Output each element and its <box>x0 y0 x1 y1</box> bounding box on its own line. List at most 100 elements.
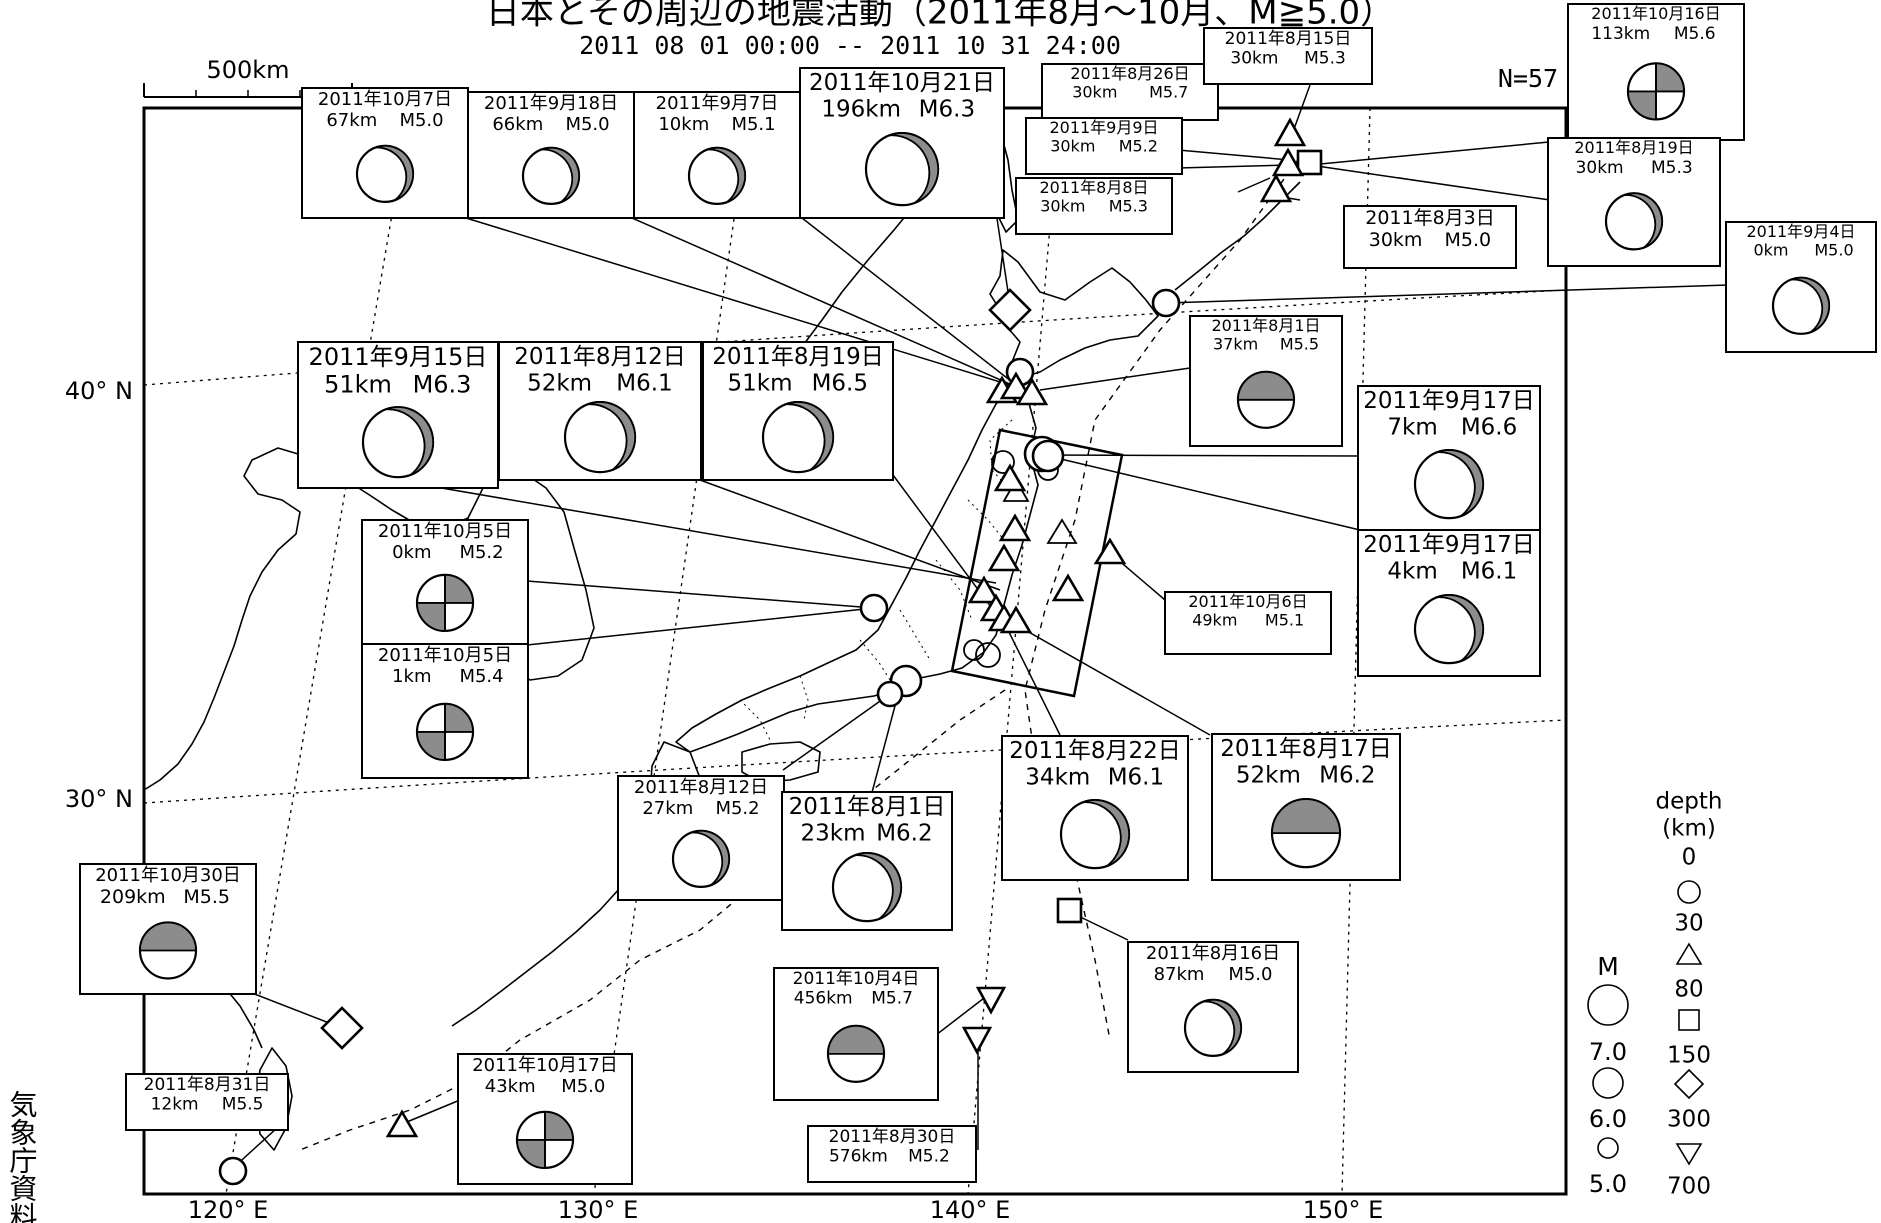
event-date: 2011年10月30日 <box>95 865 241 886</box>
event-magnitude: M5.0 <box>1814 241 1853 260</box>
legend-depth-diamond <box>1673 1068 1705 1100</box>
event-depth: 30km <box>1072 83 1117 102</box>
event-depth: 30km <box>1040 197 1085 216</box>
event-depth: 27km <box>642 798 693 819</box>
epicenter-triangle <box>967 575 1001 604</box>
event-box-frame <box>1015 177 1173 235</box>
event-depth: 30km <box>1369 229 1423 251</box>
beach-ball-compression <box>706 146 746 204</box>
event-box-frame <box>1343 205 1517 269</box>
credit-label: 気象庁資料 <box>6 1090 39 1223</box>
beach-ball-compression <box>827 1024 885 1055</box>
legend-m7-circle <box>1587 984 1629 1026</box>
beach-ball-compression <box>1271 798 1341 835</box>
lat-label-30n: 30° N <box>65 785 133 813</box>
lon-label-120e: 120° E <box>188 1196 269 1223</box>
event-magnitude: M5.2 <box>459 542 503 563</box>
legend-depth-150: 150 <box>1667 1043 1711 1069</box>
event-magnitude: M5.3 <box>1651 158 1693 178</box>
epicenter-diamond <box>320 1006 364 1050</box>
epicenter-diamond <box>988 288 1032 332</box>
event-date: 2011年8月31日 <box>144 1075 271 1095</box>
legend-depth-circle <box>1677 880 1701 904</box>
event-date: 2011年8月12日 <box>634 777 768 798</box>
legend-m5-label: 5.0 <box>1589 1170 1627 1198</box>
event-magnitude: M6.1 <box>1461 558 1517 584</box>
event-date: 2011年8月30日 <box>829 1127 956 1147</box>
event-magnitude: M6.1 <box>1108 764 1164 790</box>
event-depth: 52km <box>1236 762 1301 788</box>
beach-ball-compression <box>889 132 940 204</box>
event-magnitude: M5.2 <box>1119 137 1158 156</box>
event-date: 2011年10月6日 <box>1188 592 1307 611</box>
beach-ball-compression <box>1436 594 1484 662</box>
event-depth: 51km <box>728 370 793 396</box>
legend-m6-circle <box>1592 1067 1624 1099</box>
event-magnitude: M5.0 <box>399 110 443 131</box>
beach-ball-compression <box>385 406 435 476</box>
legend-depth-title: depth <box>1656 789 1723 815</box>
event-date: 2011年8月19日 <box>712 344 883 370</box>
beach-ball-compression <box>1790 276 1830 333</box>
event-magnitude: M5.3 <box>1304 49 1346 69</box>
epicenter-square <box>1056 897 1083 924</box>
latitude-labels: 40° N 30° N <box>65 377 133 813</box>
event-depth: 0km <box>392 542 431 563</box>
epicenter-circle <box>1031 439 1065 473</box>
scale-bar: 500km <box>143 56 353 98</box>
beach-ball-compression <box>1082 799 1130 867</box>
event-magnitude: M5.2 <box>715 798 759 819</box>
event-magnitude: M6.3 <box>919 96 975 122</box>
event-count: N=57 <box>1498 64 1558 93</box>
epicenter-triangle-inverted <box>961 1026 993 1055</box>
lat-label-40n: 40° N <box>65 377 133 405</box>
event-date: 2011年9月18日 <box>484 93 618 114</box>
event-date: 2011年8月17日 <box>1220 736 1391 762</box>
event-date: 2011年8月1日 <box>789 794 946 820</box>
event-date: 2011年10月17日 <box>472 1055 618 1076</box>
event-depth: 49km <box>1192 611 1237 630</box>
event-date: 2011年10月7日 <box>318 89 452 110</box>
event-magnitude: M6.2 <box>1319 762 1375 788</box>
event-magnitude: M6.6 <box>1461 414 1517 440</box>
legend-depth-80: 80 <box>1674 977 1703 1003</box>
legend-depth-triangle <box>1675 942 1703 965</box>
beach-ball-compression <box>1237 370 1295 401</box>
lon-label-130e: 130° E <box>558 1196 639 1223</box>
beach-ball-compression <box>1202 998 1242 1056</box>
beach-ball-compression <box>1623 192 1663 249</box>
beach-ball-compression <box>1436 449 1484 517</box>
epicenter-triangle <box>987 543 1021 572</box>
event-depth: 34km <box>1025 764 1090 790</box>
event-magnitude: M5.6 <box>1674 24 1716 44</box>
event-depth: 10km <box>658 114 709 135</box>
legend-depth-square <box>1678 1009 1700 1031</box>
event-date: 2011年8月26日 <box>1070 64 1189 83</box>
epicenter-triangle-inverted <box>975 986 1007 1015</box>
event-magnitude: M5.1 <box>731 114 775 135</box>
epicenter-triangle <box>1015 377 1049 406</box>
event-magnitude: M5.7 <box>871 989 913 1009</box>
event-magnitude: M5.1 <box>1265 611 1304 630</box>
legend-depth-triangle-inverted <box>1675 1143 1703 1166</box>
event-date: 2011年9月17日 <box>1363 388 1534 414</box>
legend-m5-circle <box>1597 1137 1619 1159</box>
event-depth: 87km <box>1154 964 1205 985</box>
event-magnitude: M5.0 <box>1228 964 1272 985</box>
event-box-frame <box>1203 27 1373 85</box>
event-depth: 209km <box>100 886 166 908</box>
epicenter-circle <box>218 1156 248 1186</box>
event-date: 2011年10月5日 <box>378 521 512 542</box>
